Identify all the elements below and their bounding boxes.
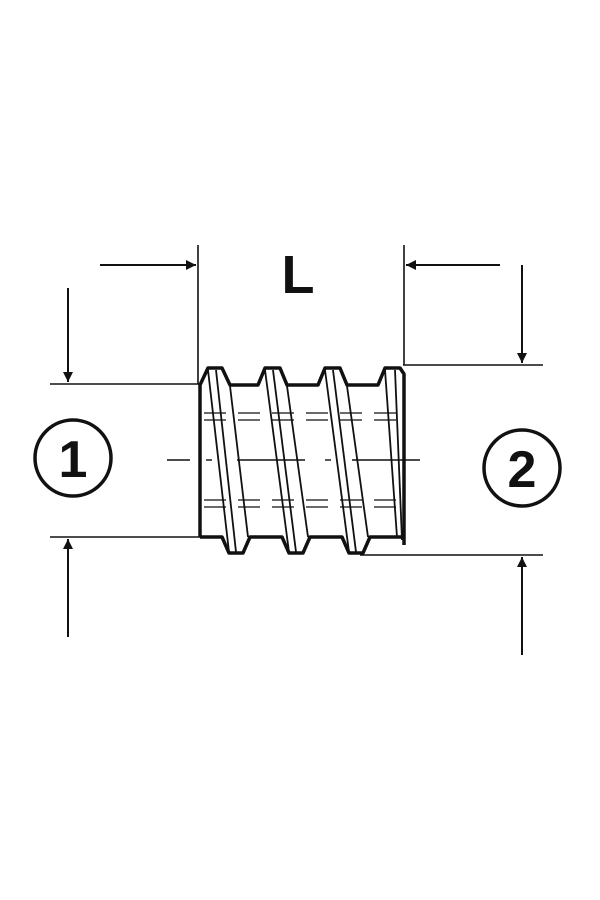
callout-circle-1 [33, 418, 113, 498]
callout-2-label: 2 [508, 441, 537, 499]
outer-diameter-dimension [50, 288, 200, 637]
thread-flanks [207, 369, 403, 553]
callout-1-label: 1 [59, 431, 88, 489]
length-label: L [282, 245, 315, 305]
threaded-insert [198, 366, 406, 555]
thread-diameter-dimension [360, 265, 543, 655]
callout-circle-2 [482, 428, 562, 508]
length-dimension [100, 245, 500, 384]
